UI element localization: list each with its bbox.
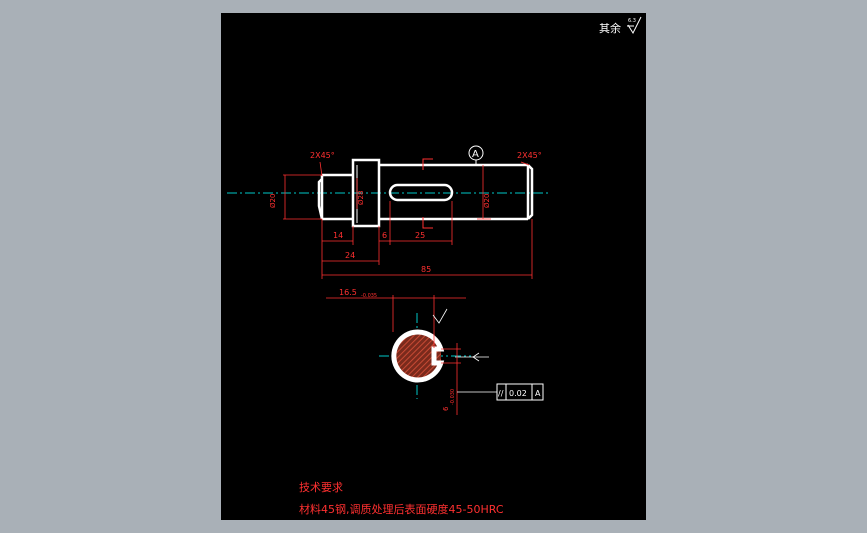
tolerance-symbol: // (498, 389, 504, 398)
dim-key-width: 6 (442, 406, 450, 411)
tolerance-value: 0.02 (509, 389, 527, 398)
key-width-dim (441, 343, 461, 415)
shaft-drawing: 其余 6.3 2X45° 2X45° A (227, 16, 642, 516)
dim-len-6: 6 (382, 231, 387, 240)
tolerance-frame (496, 383, 544, 401)
depth-dim (326, 295, 466, 348)
tolerance-datum: A (535, 389, 541, 398)
chamfer-left-label: 2X45° (310, 151, 335, 160)
tech-req-line1: 材料45钢,调质处理后表面硬度45-50HRC (299, 502, 504, 516)
overall-length-dim (322, 219, 533, 279)
tech-req-title: 技术要求 (299, 481, 343, 494)
dim-depth-tol: -0.035 (361, 293, 377, 299)
cross-section-outline (391, 329, 445, 383)
surface-finish-symbol (627, 16, 642, 35)
chamfer-left-leader (319, 161, 323, 177)
dim-key-tol: -0.030 (450, 389, 456, 405)
cross-section-hatched (392, 330, 441, 381)
dim-diam-left: Ø20 (269, 194, 277, 208)
dim-len-14: 14 (333, 231, 343, 240)
dim-depth: 16.5 (339, 288, 357, 297)
dim-len-25: 25 (415, 231, 425, 240)
dim-diam-collar: Ø28 (357, 191, 365, 205)
drawing-sheet: 其余 6.3 2X45° 2X45° A (221, 13, 646, 520)
diameter-dims (283, 165, 491, 220)
section-cut-marks (422, 158, 433, 229)
surface-finish-text: 其余 (599, 21, 621, 35)
surface-finish-value: 6.3 (628, 18, 636, 24)
section-finish-marks (432, 308, 489, 362)
dim-len-overall: 85 (421, 265, 431, 274)
shaft-outline (317, 158, 534, 228)
datum-a-label: A (472, 149, 479, 160)
dim-len-24: 24 (345, 251, 355, 260)
chamfer-right-leader (520, 161, 530, 166)
chamfer-right-label: 2X45° (517, 151, 542, 160)
length-dims-row1 (321, 201, 453, 279)
dim-diam-right: Ø20 (483, 194, 491, 208)
